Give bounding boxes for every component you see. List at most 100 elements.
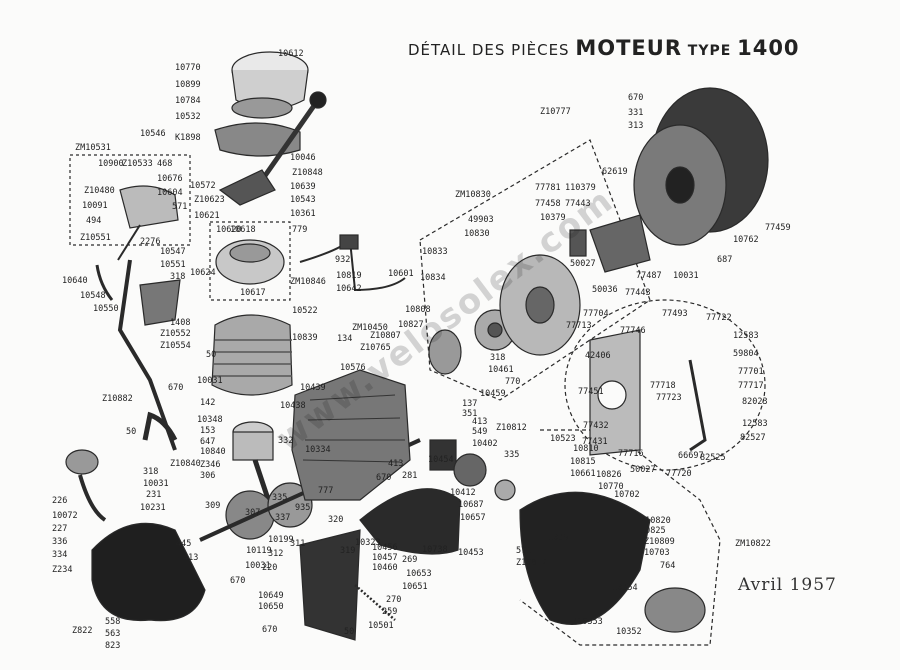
part-number-label: 670 [628, 93, 643, 103]
part-number-label: 311 [290, 539, 305, 549]
part-number-label: 231 [146, 490, 161, 500]
part-number-label: 10522 [292, 306, 318, 316]
part-number-label: 764 [660, 561, 675, 571]
part-number-label: 10323 [355, 538, 381, 548]
part-number-label: 77432 [583, 421, 609, 431]
part-number-label: 10639 [290, 182, 316, 192]
part-number-label: 332 [278, 436, 293, 446]
part-number-label: 10532 [175, 112, 201, 122]
part-number-label: 445 [176, 539, 191, 549]
part-number-label: ZM10846 [290, 277, 326, 287]
part-number-label: 269 [402, 555, 417, 565]
part-number-label: 10830 [464, 229, 490, 239]
carburetor-body [119, 185, 179, 229]
part-number-label: 50 [126, 427, 136, 437]
part-number-label: 10676 [157, 174, 183, 184]
part-number-label: 77451 [578, 387, 604, 397]
part-number-label: 10621 [194, 211, 220, 221]
part-number-label: 77722 [706, 313, 732, 323]
title-type-word: TYPE [687, 43, 732, 59]
part-number-label: 50027 [570, 259, 596, 269]
part-number-label: Z10820 [640, 516, 671, 526]
part-number-label: 50027 [630, 465, 656, 475]
part-number-label: 10604 [157, 188, 183, 198]
part-number-label: 10439 [300, 383, 326, 393]
title-type-number: 1400 [737, 36, 800, 60]
part-number-label: 549 [472, 427, 487, 437]
intake-housing [214, 122, 301, 157]
part-number-label: 10650 [258, 602, 284, 612]
part-number-label: 10459 [480, 389, 506, 399]
part-number-label: 50036 [592, 285, 618, 295]
spark-plug-cap [339, 234, 359, 250]
part-number-label: 82023 [742, 397, 768, 407]
part-number-label: 10199 [268, 535, 294, 545]
title-main: MOTEUR [575, 36, 683, 60]
part-number-label: 307 [245, 508, 260, 518]
part-number-label: 306 [200, 471, 215, 481]
part-number-label: K1898 [175, 133, 201, 143]
part-number-label: 10354 [612, 583, 638, 593]
part-number-label: 10762 [733, 235, 759, 245]
carburetor-cable [117, 224, 141, 261]
part-number-label: 10827 [398, 320, 424, 330]
part-number-label: 10501 [368, 621, 394, 631]
part-number-label: 77716 [618, 449, 644, 459]
part-number-label: 10833 [422, 247, 448, 257]
part-number-label: Z10554 [160, 341, 191, 351]
flywheel-group-frame [419, 139, 651, 401]
part-number-label: 77443 [625, 288, 651, 298]
part-number-label: 318 [490, 353, 505, 363]
flywheel-drum-hub [665, 166, 695, 204]
part-number-label: Z346 [200, 460, 220, 470]
part-number-label: 10031 [143, 479, 169, 489]
part-number-label: 10461 [488, 365, 514, 375]
part-number-label: Z10480 [84, 186, 115, 196]
part-number-label: 10031 [673, 271, 699, 281]
part-number-label: 10379 [540, 213, 566, 223]
part-number-label: 10612 [278, 49, 304, 59]
part-number-label: 10438 [280, 401, 306, 411]
part-number-label: 2276 [140, 237, 160, 247]
sheet-title: DÉTAIL DES PIÈCES MOTEUR TYPE 1400 [408, 36, 800, 60]
part-number-label: 12583 [733, 331, 759, 341]
part-number-label: 413 [183, 553, 198, 563]
exhaust-pipe [142, 411, 178, 442]
part-number-label: 50 [206, 350, 216, 360]
part-number-label: 10348 [197, 415, 223, 425]
part-number-label: Z10848 [292, 168, 323, 178]
contact-plate [429, 439, 457, 471]
part-number-label: 309 [205, 501, 220, 511]
part-number-label: 670 [262, 625, 277, 635]
part-number-label: 10334 [305, 445, 331, 455]
part-number-label: Z10353 [572, 617, 603, 627]
fuel-neck [78, 474, 107, 522]
cylinder-head-group-frame [209, 221, 291, 301]
part-number-label: 10640 [62, 276, 88, 286]
part-number-label: Z10551 [80, 233, 111, 243]
part-number-label: 10601 [388, 269, 414, 279]
part-number-label: 10651 [402, 582, 428, 592]
part-number-label: ZM10450 [352, 323, 388, 333]
part-number-label: 10412 [450, 488, 476, 498]
part-number-label: 10031 [197, 376, 223, 386]
part-number-label: 935 [295, 503, 310, 513]
part-number-label: 571 [172, 202, 187, 212]
part-number-label: 10547 [160, 247, 186, 257]
part-number-label: Z10807 [370, 331, 401, 341]
flywheel-rotor-hub [525, 286, 555, 324]
magneto-plate-group-frame [564, 299, 766, 471]
part-number-label: 647 [200, 437, 215, 447]
part-number-label: 10784 [175, 96, 201, 106]
part-number-label: 10551 [160, 260, 186, 270]
part-number-label: 77746 [620, 326, 646, 336]
part-number-label: Z10623 [194, 195, 225, 205]
part-number-label: 10548 [80, 291, 106, 301]
part-number-label: 320 [328, 515, 343, 525]
bearing-cap [494, 479, 516, 501]
part-number-label: 335 [272, 493, 287, 503]
part-number-label: 10808 [405, 305, 431, 315]
part-number-label: Z10533 [122, 159, 153, 169]
part-number-label: 10661 [570, 469, 596, 479]
part-number-label: 50 [344, 627, 354, 637]
